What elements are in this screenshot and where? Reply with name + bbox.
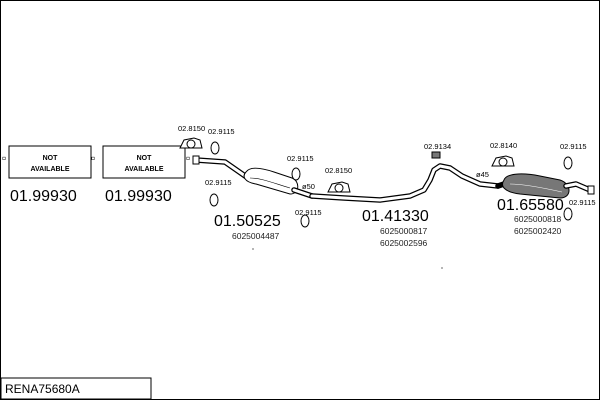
rubber-ring-icon	[300, 214, 310, 228]
not-available-part-2[interactable]: NOT AVAILABLE ▫	[102, 145, 190, 179]
accessory-code: 02.9115	[287, 154, 314, 163]
diameter-label: ø45	[476, 170, 489, 179]
not-available-line1: NOT	[43, 155, 59, 162]
middle-pipe-part[interactable]	[309, 163, 501, 203]
accessory-rubber-mount[interactable]: 02.9115	[295, 208, 322, 228]
accessory-rubber-mount[interactable]: 02.9115	[287, 154, 314, 181]
accessory-rubber-mount[interactable]: 02.9115	[208, 127, 235, 155]
connector-mark: ▫	[186, 151, 190, 165]
accessory-hanger[interactable]: 02.9134	[424, 142, 451, 159]
not-available-line1: NOT	[137, 155, 153, 162]
part-number[interactable]: 01.65580	[497, 197, 564, 214]
accessory-rubber-mount[interactable]: 02.9115	[205, 178, 232, 207]
dot-mark	[441, 267, 443, 269]
not-available-line2: AVAILABLE	[30, 166, 69, 173]
rubber-ring-icon	[210, 141, 220, 155]
oem-number: 6025000817	[380, 226, 428, 236]
rubber-ring-icon	[209, 193, 219, 207]
accessory-code: 02.9115	[295, 208, 322, 217]
diagram-title-box: RENA75680A	[0, 377, 152, 400]
middle-silencer-body	[243, 167, 299, 195]
rear-silencer-body	[502, 173, 570, 199]
front-silencer-part[interactable]	[192, 155, 315, 199]
oem-number: 6025000818	[514, 214, 562, 224]
accessory-code: 02.8140	[490, 141, 517, 150]
part-number[interactable]: 01.99930	[10, 188, 77, 205]
diameter-label: ø50	[302, 182, 315, 191]
not-available-box	[102, 145, 186, 179]
diagram-title: RENA75680A	[5, 382, 80, 396]
oem-number: 6025002420	[514, 226, 562, 236]
part-number[interactable]: 01.50525	[214, 213, 281, 230]
rubber-ring-icon	[291, 167, 301, 181]
accessory-clamp[interactable]: 02.8140	[490, 141, 517, 167]
accessory-rubber-mount[interactable]: 02.9115	[560, 142, 587, 170]
hanger-icon	[431, 151, 441, 159]
accessory-code: 02.9115	[569, 198, 596, 207]
part-number[interactable]: 01.99930	[105, 188, 172, 205]
oem-number: 6025004487	[232, 231, 280, 241]
accessory-rubber-mount[interactable]: 02.9115	[563, 198, 596, 221]
accessory-clamp[interactable]: 02.8150	[178, 124, 205, 149]
accessory-code: 02.9115	[208, 127, 235, 136]
tail-end	[587, 185, 595, 195]
title-frame	[0, 377, 152, 400]
rubber-ring-icon	[563, 156, 573, 170]
connector-mark: ▫	[2, 151, 6, 165]
not-available-box	[8, 145, 92, 179]
accessory-code: 02.8150	[178, 124, 205, 133]
dot-mark	[252, 248, 254, 250]
not-available-line2: AVAILABLE	[124, 166, 163, 173]
not-available-part-1[interactable]: NOT AVAILABLE ▫ ▫	[2, 145, 95, 179]
connector-mark: ▫	[91, 151, 95, 165]
rubber-ring-icon	[563, 207, 573, 221]
oem-number: 6025002596	[380, 238, 428, 248]
accessory-code: 02.9134	[424, 142, 451, 151]
accessory-clamp[interactable]: 02.8150	[325, 166, 352, 193]
part-number[interactable]: 01.41330	[362, 208, 429, 225]
flange	[192, 155, 200, 165]
accessory-code: 02.9115	[205, 178, 232, 187]
accessory-code: 02.8150	[325, 166, 352, 175]
rear-silencer-part[interactable]	[495, 173, 595, 199]
accessory-code: 02.9115	[560, 142, 587, 151]
